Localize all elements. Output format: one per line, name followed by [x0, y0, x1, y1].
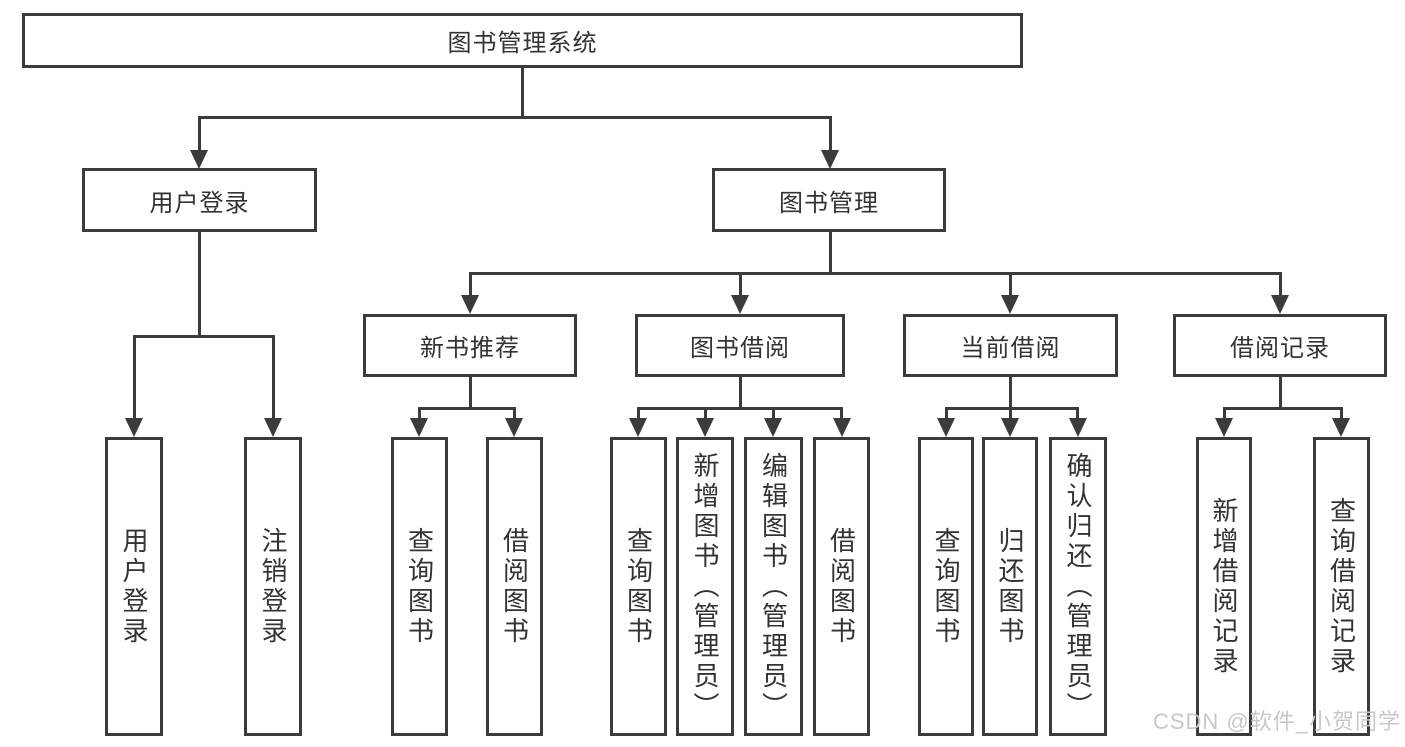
connector-leaf-stub [772, 407, 775, 421]
watermark: CSDN @软件_小贺同学 [1152, 709, 1401, 734]
arrow-down-icon [1271, 295, 1289, 314]
arrow-down-icon [1332, 418, 1350, 437]
connector-leaf-stub [840, 407, 843, 421]
arrow-down-icon [731, 295, 749, 314]
connector-leaf-stub [1076, 407, 1079, 421]
node-query-books-borrowing: 查询图书 [610, 437, 667, 736]
connector-new-book-bar [418, 407, 515, 410]
node-label: 借阅记录 [1230, 335, 1330, 362]
node-add-borrow-record: 新增借阅记录 [1196, 437, 1252, 736]
node-label: 查询图书 [404, 526, 435, 647]
node-label: 图书管理系统 [447, 30, 598, 57]
node-query-borrow-record: 查询借阅记录 [1313, 437, 1370, 736]
node-new-book-recommendation: 新书推荐 [363, 314, 577, 377]
node-book-management: 图书管理 [712, 168, 946, 232]
arrow-down-icon [1001, 418, 1019, 437]
connector-leaf-stub [418, 407, 421, 421]
node-label: 查询图书 [623, 526, 654, 647]
arrow-down-icon [410, 418, 428, 437]
connector-book-borrowing-stub [739, 272, 742, 298]
node-logout: 注销登录 [244, 437, 302, 736]
node-label: 用户登录 [119, 526, 149, 647]
arrow-down-icon [1215, 418, 1233, 437]
node-label: 查询借阅记录 [1326, 496, 1357, 677]
node-return-books: 归还图书 [982, 437, 1038, 736]
node-label: 新书推荐 [420, 335, 520, 362]
connector-leaf-stub [945, 407, 948, 421]
connector-borrowing-records-stub [1279, 272, 1282, 298]
node-label: 图书借阅 [690, 335, 790, 362]
node-edit-book-admin: 编辑图书（管理员） [744, 437, 803, 736]
connector-current-borrowing-stem [1009, 377, 1012, 408]
node-label: 归还图书 [995, 526, 1025, 647]
node-label: 用户登录 [149, 189, 250, 217]
connector-book-borrowing-stem [739, 377, 742, 408]
node-label: 图书管理 [779, 189, 879, 217]
connector-borrowing-records-bar [1223, 407, 1342, 410]
connector-leaf-stub [1009, 407, 1012, 421]
node-label: 确认归还（管理员） [1063, 451, 1093, 722]
connector-book-management-stem [829, 231, 832, 273]
connector-level2-bar [198, 116, 831, 119]
node-book-borrowing: 图书借阅 [635, 314, 845, 377]
node-query-books-recommend: 查询图书 [391, 437, 448, 736]
node-borrow-books: 借阅图书 [813, 437, 870, 736]
connector-leaf-stub [704, 407, 707, 421]
connector-leaf-stub [1340, 407, 1343, 421]
node-confirm-return-admin: 确认归还（管理员） [1049, 437, 1107, 736]
arrow-down-icon [505, 418, 523, 437]
connector-book-borrowing-bar [637, 407, 843, 410]
connector-user-login-stem [198, 231, 201, 336]
node-add-book-admin: 新增图书（管理员） [676, 437, 734, 736]
arrow-down-icon [461, 295, 479, 314]
node-label: 编辑图书（管理员） [758, 451, 789, 722]
node-label: 新增借阅记录 [1209, 496, 1239, 677]
connector-leaf-stub [513, 407, 516, 421]
arrow-down-icon [696, 418, 714, 437]
node-label: 借阅图书 [826, 526, 857, 647]
arrow-down-icon [1001, 295, 1019, 314]
connector-user-login-bar [133, 335, 274, 338]
connector-book-management-stub [829, 116, 832, 154]
node-user-login-leaf: 用户登录 [105, 437, 163, 736]
node-user-login: 用户登录 [82, 168, 317, 232]
connector-current-borrowing-stub [1009, 272, 1012, 298]
arrow-down-icon [264, 418, 282, 437]
node-borrow-books-recommend: 借阅图书 [486, 437, 543, 736]
arrow-down-icon [125, 418, 143, 437]
arrow-down-icon [821, 150, 839, 169]
connector-new-book-stub [469, 272, 472, 298]
node-label: 新增图书（管理员） [690, 451, 720, 722]
node-label: 借阅图书 [499, 526, 530, 647]
connector-leaf-stub [637, 407, 640, 421]
connector-current-borrowing-bar [945, 407, 1079, 410]
connector-logout-stub [272, 335, 275, 421]
arrow-down-icon [190, 150, 208, 169]
arrow-down-icon [1069, 418, 1087, 437]
node-borrowing-records: 借阅记录 [1173, 314, 1387, 377]
node-library-management-system: 图书管理系统 [22, 13, 1023, 68]
connector-new-book-stem [469, 377, 472, 408]
arrow-down-icon [937, 418, 955, 437]
connector-user-login-stub [198, 116, 201, 154]
node-label: 当前借阅 [960, 335, 1061, 362]
node-current-borrowing: 当前借阅 [903, 314, 1118, 377]
connector-level3-bar [469, 272, 1281, 275]
node-label: 注销登录 [258, 526, 288, 647]
arrow-down-icon [833, 418, 851, 437]
connector-leaf-stub [1223, 407, 1226, 421]
connector-root-stem [521, 68, 524, 117]
arrow-down-icon [764, 418, 782, 437]
connector-borrowing-records-stem [1279, 377, 1282, 408]
arrow-down-icon [629, 418, 647, 437]
connector-user-login-leaf-stub [133, 335, 136, 421]
node-label: 查询图书 [931, 526, 961, 647]
node-query-books-current: 查询图书 [918, 437, 974, 736]
